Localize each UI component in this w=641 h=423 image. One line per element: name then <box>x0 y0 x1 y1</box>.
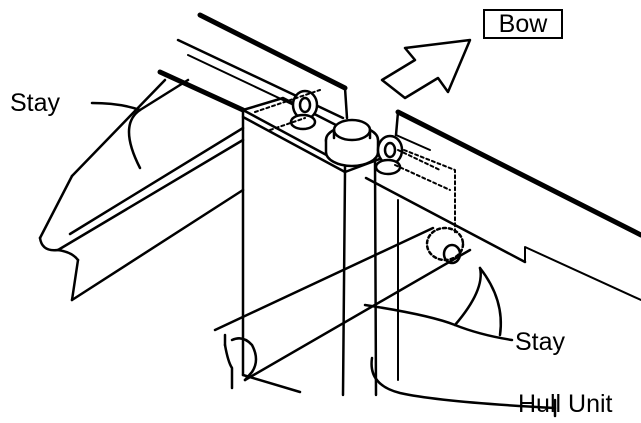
stay-label-right: Stay <box>515 328 566 356</box>
bow-label-box: Bow <box>483 9 563 39</box>
left-stay-bar <box>38 69 246 302</box>
leader-stay-left <box>90 78 190 170</box>
hull-unit-body <box>241 115 399 397</box>
eyebolt-right <box>374 134 404 176</box>
stay-label-left: Stay <box>10 89 61 117</box>
front-frame-rail <box>364 109 641 301</box>
hull-unit-label: Hull Unit <box>518 390 613 418</box>
bow-label: Bow <box>498 9 548 38</box>
leader-stay-right <box>363 266 514 342</box>
leader-hull-unit <box>370 356 557 418</box>
upper-frame-rail <box>176 12 349 120</box>
bow-direction-arrow <box>380 38 472 100</box>
center-cap <box>324 118 380 168</box>
dotted-guide-lines <box>254 89 456 236</box>
right-stay-bar <box>213 226 472 390</box>
eyebolt-left <box>289 89 319 131</box>
